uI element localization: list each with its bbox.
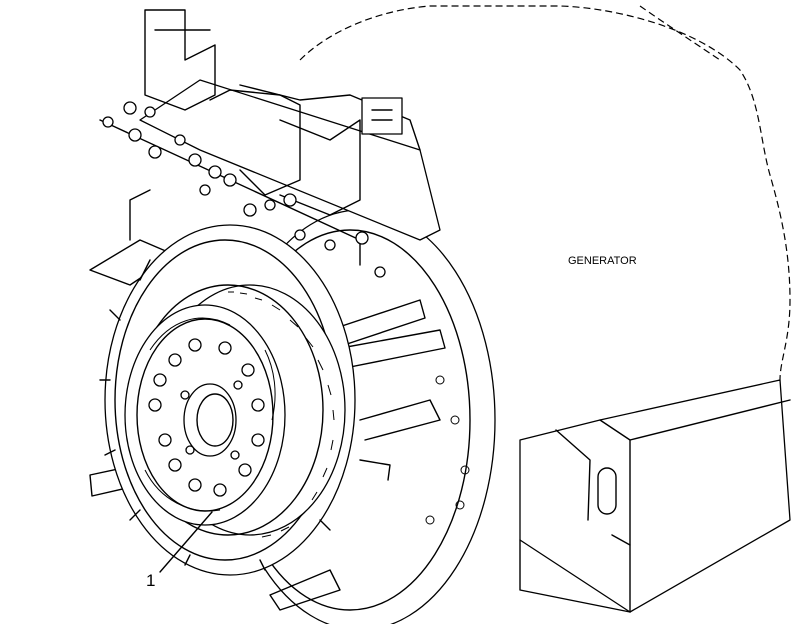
callout-1-leader — [159, 511, 213, 573]
winding-leads — [144, 317, 276, 512]
rotor-face — [124, 304, 286, 526]
callout-number: 1 — [146, 571, 155, 590]
terminal-bracket-assembly — [89, 9, 441, 286]
rotor-bolt-circle — [148, 338, 265, 497]
generator-base-block — [519, 379, 791, 613]
generator-label: GENERATOR — [568, 255, 637, 267]
bracket-bolts — [102, 101, 386, 278]
